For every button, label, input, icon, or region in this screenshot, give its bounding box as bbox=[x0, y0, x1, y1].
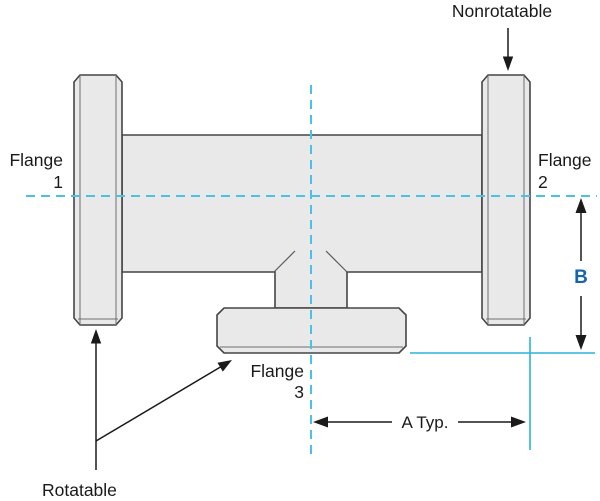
dim-b-arrow-up-icon bbox=[575, 198, 587, 213]
flange-2-shape bbox=[481, 74, 531, 326]
dimension-a: A Typ. bbox=[313, 413, 526, 432]
rotatable-label: Rotatable bbox=[42, 480, 117, 500]
branch-chamfer-right bbox=[325, 250, 348, 273]
flange-1-shape bbox=[73, 74, 123, 326]
dim-b-label: B bbox=[574, 267, 588, 288]
dim-a-label: A Typ. bbox=[402, 413, 449, 432]
flange-2-label-line1: Flange bbox=[538, 150, 592, 170]
tee-run-and-branch bbox=[121, 134, 483, 309]
nonrotatable-label: Nonrotatable bbox=[452, 1, 552, 21]
callout-nonrotatable: Nonrotatable bbox=[452, 1, 552, 71]
dim-a-arrow-left-icon bbox=[313, 416, 328, 428]
flange-2-label: Flange 2 bbox=[538, 150, 592, 192]
flange-3-label: Flange 3 bbox=[250, 361, 304, 402]
rotatable-arrow-up-icon bbox=[90, 329, 102, 344]
flange-1-label-line1: Flange bbox=[9, 150, 63, 170]
callout-rotatable: Rotatable bbox=[42, 329, 232, 500]
nonrotatable-arrow-icon bbox=[502, 56, 514, 71]
tee-body bbox=[121, 134, 483, 309]
rotatable-arrow-diagonal-icon bbox=[217, 360, 232, 372]
dim-b-arrow-down-icon bbox=[575, 335, 587, 350]
flange-2-label-line2: 2 bbox=[538, 172, 548, 192]
flange-1-label: Flange 1 bbox=[9, 150, 63, 192]
branch-chamfer-left bbox=[273, 250, 296, 273]
dim-a-arrow-right-icon bbox=[511, 416, 526, 428]
flange-3-label-line1: Flange bbox=[250, 361, 304, 381]
flange-1-label-line2: 1 bbox=[53, 172, 63, 192]
flange-3-label-line2: 3 bbox=[294, 382, 304, 402]
dimension-b: B bbox=[574, 198, 588, 350]
